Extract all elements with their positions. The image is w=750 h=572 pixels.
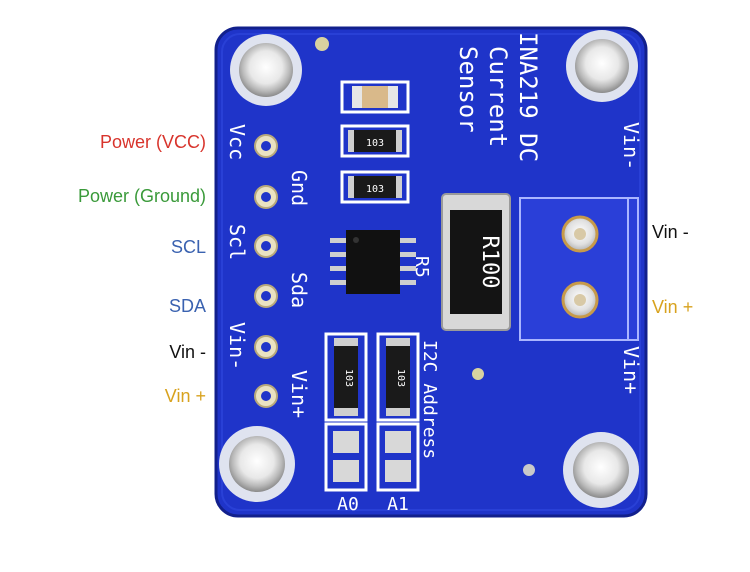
shunt-code: R100 <box>477 236 502 289</box>
silk-address-label: I2C Address <box>419 340 440 459</box>
mounting-holes <box>219 30 639 508</box>
silk-shunt-ref: R5 <box>411 256 432 278</box>
silk-jumper-a0: A0 <box>337 494 359 515</box>
label-vin-plus: Vin + <box>164 386 206 406</box>
silk-terminal-vin-minus: Vin- <box>619 122 643 170</box>
silk-pin-vin-minus: Vin- <box>225 322 249 370</box>
resistor-code-4: 103 <box>395 369 406 387</box>
silk-pin-gnd: Gnd <box>287 170 311 206</box>
silk-title-line1: INA219 DC <box>514 32 542 162</box>
jumper-a1 <box>376 422 420 492</box>
label-power-ground: Power (Ground) <box>77 186 206 206</box>
resistor-code-1: 103 <box>366 138 384 149</box>
label-power-vcc: Power (VCC) <box>99 132 206 152</box>
label-terminal-vin-plus: Vin + <box>652 297 694 317</box>
label-sda: SDA <box>168 296 206 316</box>
silk-terminal-vin-plus: Vin+ <box>619 346 643 394</box>
terminal-block <box>519 197 639 341</box>
resistor-code-2: 103 <box>366 184 384 195</box>
jumper-a0 <box>324 422 368 492</box>
header-pins <box>254 134 278 408</box>
silk-pin-vcc: Vcc <box>225 124 249 160</box>
smd-components-top: 103 103 <box>340 80 410 204</box>
silk-title-line3: Sensor <box>454 46 482 133</box>
silk-jumper-a1: A1 <box>387 494 409 515</box>
shunt-resistor: R100 <box>441 193 511 331</box>
silk-pin-vin-plus: Vin+ <box>287 370 311 418</box>
ina219-chip <box>330 230 416 294</box>
silk-pin-sda: Sda <box>287 272 311 308</box>
silk-title-line2: Current <box>484 46 512 147</box>
silk-pin-scl: Scl <box>225 224 249 260</box>
pcb-board <box>214 26 648 518</box>
address-section: 103 103 <box>324 332 420 492</box>
label-vin-minus: Vin - <box>169 342 206 362</box>
label-scl: SCL <box>170 237 206 257</box>
label-terminal-vin-minus: Vin - <box>652 222 689 242</box>
resistor-code-3: 103 <box>343 369 354 387</box>
silkscreen-text: INA219 DC Current Sensor Vcc Gnd Scl Sda… <box>225 32 643 515</box>
